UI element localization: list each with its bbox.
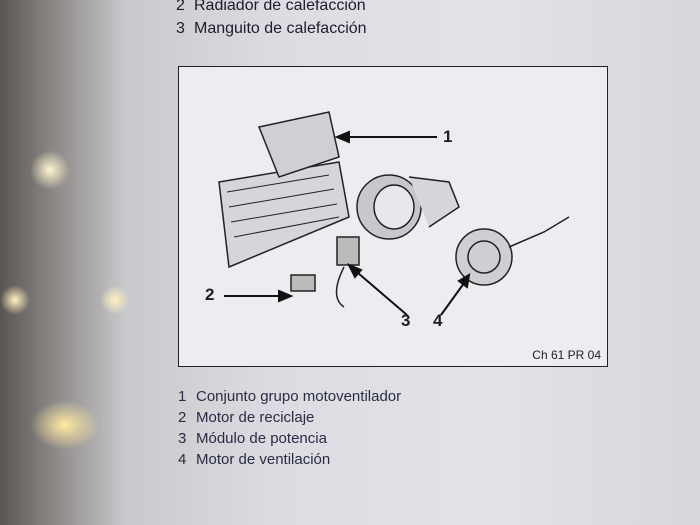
figure-caption: Ch 61 PR 04 [532, 348, 601, 362]
light-reflection [30, 150, 70, 190]
blower-assembly-illustration [218, 111, 570, 316]
callout-3: 3 [401, 311, 411, 330]
callout-4: 4 [433, 311, 443, 330]
callout-2: 2 [205, 285, 215, 304]
light-reflection [100, 285, 130, 315]
light-reflection [30, 400, 100, 450]
diagram-figure: 1 2 3 4 Ch 61 PR 04 [178, 66, 608, 367]
callout-1: 1 [443, 127, 453, 146]
light-reflection [0, 285, 30, 315]
